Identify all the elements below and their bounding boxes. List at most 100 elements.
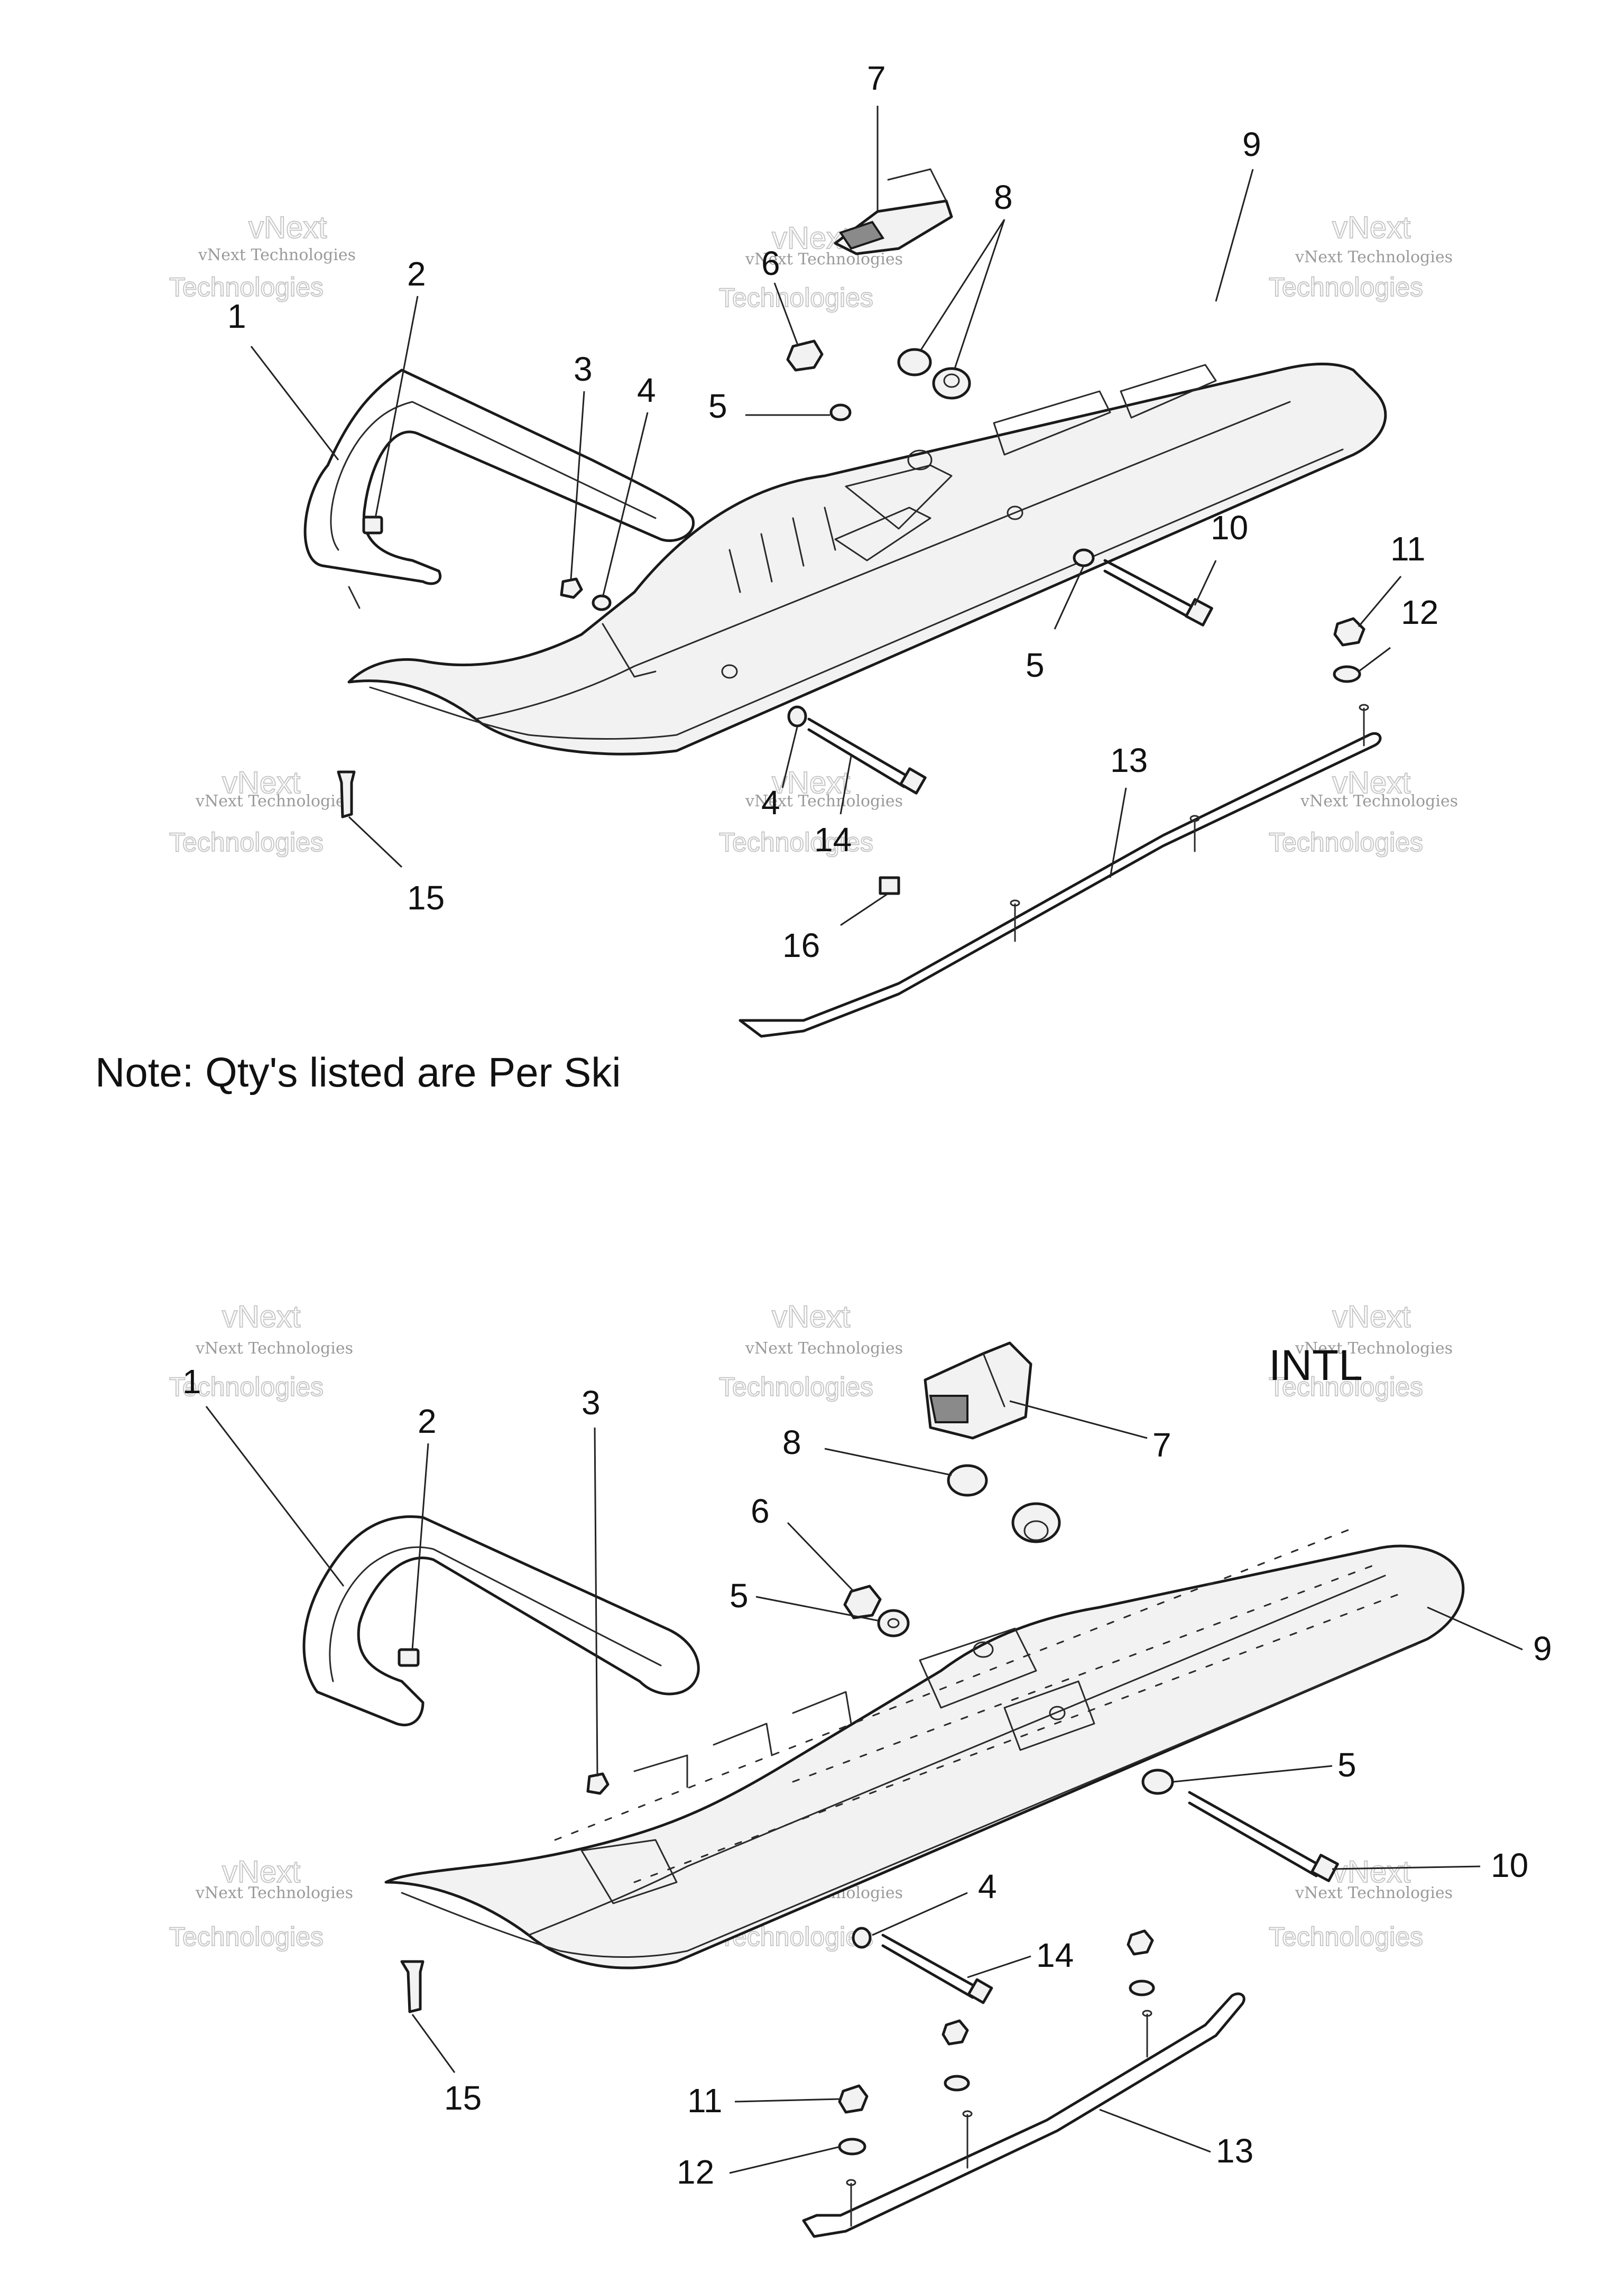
watermark-top-right: vNext vNext Technologies Technologies xyxy=(1268,210,1453,302)
watermark-top-left: vNext vNext Technologies Technologies xyxy=(169,210,356,302)
watermark-text: vNext Technologies xyxy=(195,1884,353,1902)
part-handle-bottom xyxy=(302,1515,700,1727)
callout-9: 9 xyxy=(1533,1630,1552,1668)
part-4-washer-top-b xyxy=(787,705,807,728)
callout-1: 1 xyxy=(182,1363,201,1401)
part-11-nut-top xyxy=(1333,617,1365,647)
part-11-nut-bottom-a xyxy=(838,2084,869,2114)
part-8-washer-bottom-a xyxy=(947,1464,988,1497)
watermark-logo-word2: Technologies xyxy=(169,272,324,302)
watermark-logo-word2: Technologies xyxy=(1269,1372,1423,1402)
callout-6: 6 xyxy=(761,244,780,282)
watermark-text: vNext Technologies xyxy=(745,1339,903,1358)
watermark-logo-word: vNext xyxy=(248,210,327,245)
part-6-nut-top xyxy=(786,339,824,372)
bottom-callouts: 1 2 3 7 8 6 5 9 5 10 4 14 11 15 12 13 xyxy=(182,1363,1552,2191)
top-leader-lines xyxy=(250,106,1402,926)
callout-11: 11 xyxy=(687,2082,722,2120)
bottom-ski-assembly: INTL xyxy=(182,1341,1552,2238)
part-12-washer-bottom-a xyxy=(838,2138,866,2156)
watermark-logo-word2: Technologies xyxy=(169,827,324,857)
part-8-washer-top-a xyxy=(897,348,932,376)
callout-8: 8 xyxy=(994,178,1013,216)
part-8-washer-bottom-b xyxy=(1011,1502,1061,1543)
callout-14: 14 xyxy=(814,821,852,859)
callout-12: 12 xyxy=(1401,593,1438,631)
part-ski-body-top xyxy=(347,363,1387,756)
watermark-logo-word: vNext xyxy=(222,1300,300,1334)
callout-5b: 5 xyxy=(1337,1746,1357,1784)
watermark-logo-word2: Technologies xyxy=(169,1922,324,1951)
watermark-text: vNext Technologies xyxy=(1300,792,1458,811)
watermark-logo-word: vNext xyxy=(772,1300,850,1334)
callout-5: 5 xyxy=(730,1577,749,1615)
callout-13: 13 xyxy=(1216,2132,1253,2170)
part-13-runner-top xyxy=(739,704,1382,1038)
callout-3: 3 xyxy=(582,1384,601,1422)
watermark-logo-word2: Technologies xyxy=(1269,827,1423,857)
part-14-bolt-bottom xyxy=(881,1934,980,1999)
part-3-nut-top xyxy=(560,577,583,599)
part-12-washer-top xyxy=(1333,665,1361,683)
callout-7: 7 xyxy=(867,59,886,97)
part-12-washer-bottom-b xyxy=(944,2075,970,2092)
watermark-text: vNext Technologies xyxy=(1295,248,1453,266)
callout-4: 4 xyxy=(637,371,656,409)
part-15-pin-top xyxy=(337,770,356,818)
watermark-text: vNext Technologies xyxy=(745,250,903,269)
part-3-nut-bottom xyxy=(586,1772,610,1795)
part-5-washer-top-a xyxy=(829,403,852,421)
note-text: Note: Qty's listed are Per Ski xyxy=(95,1049,621,1096)
callout-15: 15 xyxy=(444,2079,482,2117)
watermark-logo-word2: Technologies xyxy=(719,283,873,312)
watermark-logo-word: vNext xyxy=(1332,1855,1410,1889)
part-10-bolt-top xyxy=(1103,559,1196,619)
watermark-logo-word: vNext xyxy=(772,766,850,800)
part-4-washer-bottom xyxy=(852,1927,872,1949)
callout-15: 15 xyxy=(407,879,445,917)
callout-7: 7 xyxy=(1152,1426,1171,1464)
watermark-lower-left: vNext vNext Technologies Technologies xyxy=(169,1299,353,1402)
callout-5: 5 xyxy=(708,387,727,425)
part-10-bolt-bottom xyxy=(1188,1791,1323,1877)
part-11-nut-bottom-c xyxy=(1127,1929,1154,1956)
watermark-top-center: vNext vNext Technologies Technologies xyxy=(718,220,903,313)
part-5-washer-bottom-a xyxy=(877,1609,910,1637)
callout-10: 10 xyxy=(1211,509,1248,547)
watermark-text: vNext Technologies xyxy=(195,792,353,811)
watermark-mid-right: vNext vNext Technologies Technologies xyxy=(1268,765,1458,858)
callout-10: 10 xyxy=(1491,1846,1528,1884)
callout-8: 8 xyxy=(782,1423,801,1461)
callout-12: 12 xyxy=(677,2153,714,2191)
watermark-lower-center: vNext vNext Technologies Technologies xyxy=(718,1299,903,1402)
part-5-washer-bottom-b xyxy=(1141,1769,1174,1795)
watermark-logo-word: vNext xyxy=(1332,1300,1410,1334)
part-11-nut-bottom-b xyxy=(942,2019,969,2046)
watermark-logo-word2: Technologies xyxy=(1269,272,1423,302)
watermark-lower-right: vNext vNext Technologies Technologies xyxy=(1268,1299,1453,1402)
watermarks: vNext vNext Technologies Technologies vN… xyxy=(169,210,1458,1952)
watermark-logo-word2: Technologies xyxy=(719,827,873,857)
part-16-plug-top xyxy=(879,876,900,895)
callout-4: 4 xyxy=(978,1867,997,1905)
part-6-nut-bottom xyxy=(843,1585,882,1619)
top-callouts: 1 2 3 4 5 6 7 8 9 10 11 12 5 4 13 14 15 … xyxy=(227,59,1438,964)
callout-14: 14 xyxy=(1036,1936,1074,1974)
callout-9: 9 xyxy=(1242,125,1261,163)
callout-13: 13 xyxy=(1110,741,1148,779)
callout-5b: 5 xyxy=(1026,646,1045,684)
part-15-pin-bottom xyxy=(400,1960,425,2013)
intl-label: INTL xyxy=(1269,1341,1363,1389)
top-ski-assembly: 1 2 3 4 5 6 7 8 9 10 11 12 5 4 13 14 15 … xyxy=(227,59,1438,1038)
part-13-runner-bottom xyxy=(802,1992,1245,2238)
part-8-washer-top-b xyxy=(932,367,971,400)
watermark-text: vNext Technologies xyxy=(1295,1339,1453,1358)
part-handle-top xyxy=(303,369,695,609)
callout-6: 6 xyxy=(751,1492,770,1530)
part-5-washer-top-b xyxy=(1073,548,1095,567)
watermark-logo-word: vNext xyxy=(1332,210,1410,245)
callout-4b: 4 xyxy=(761,784,780,822)
watermark-logo-word: vNext xyxy=(1332,766,1410,800)
part-14-bolt-top xyxy=(807,717,911,788)
